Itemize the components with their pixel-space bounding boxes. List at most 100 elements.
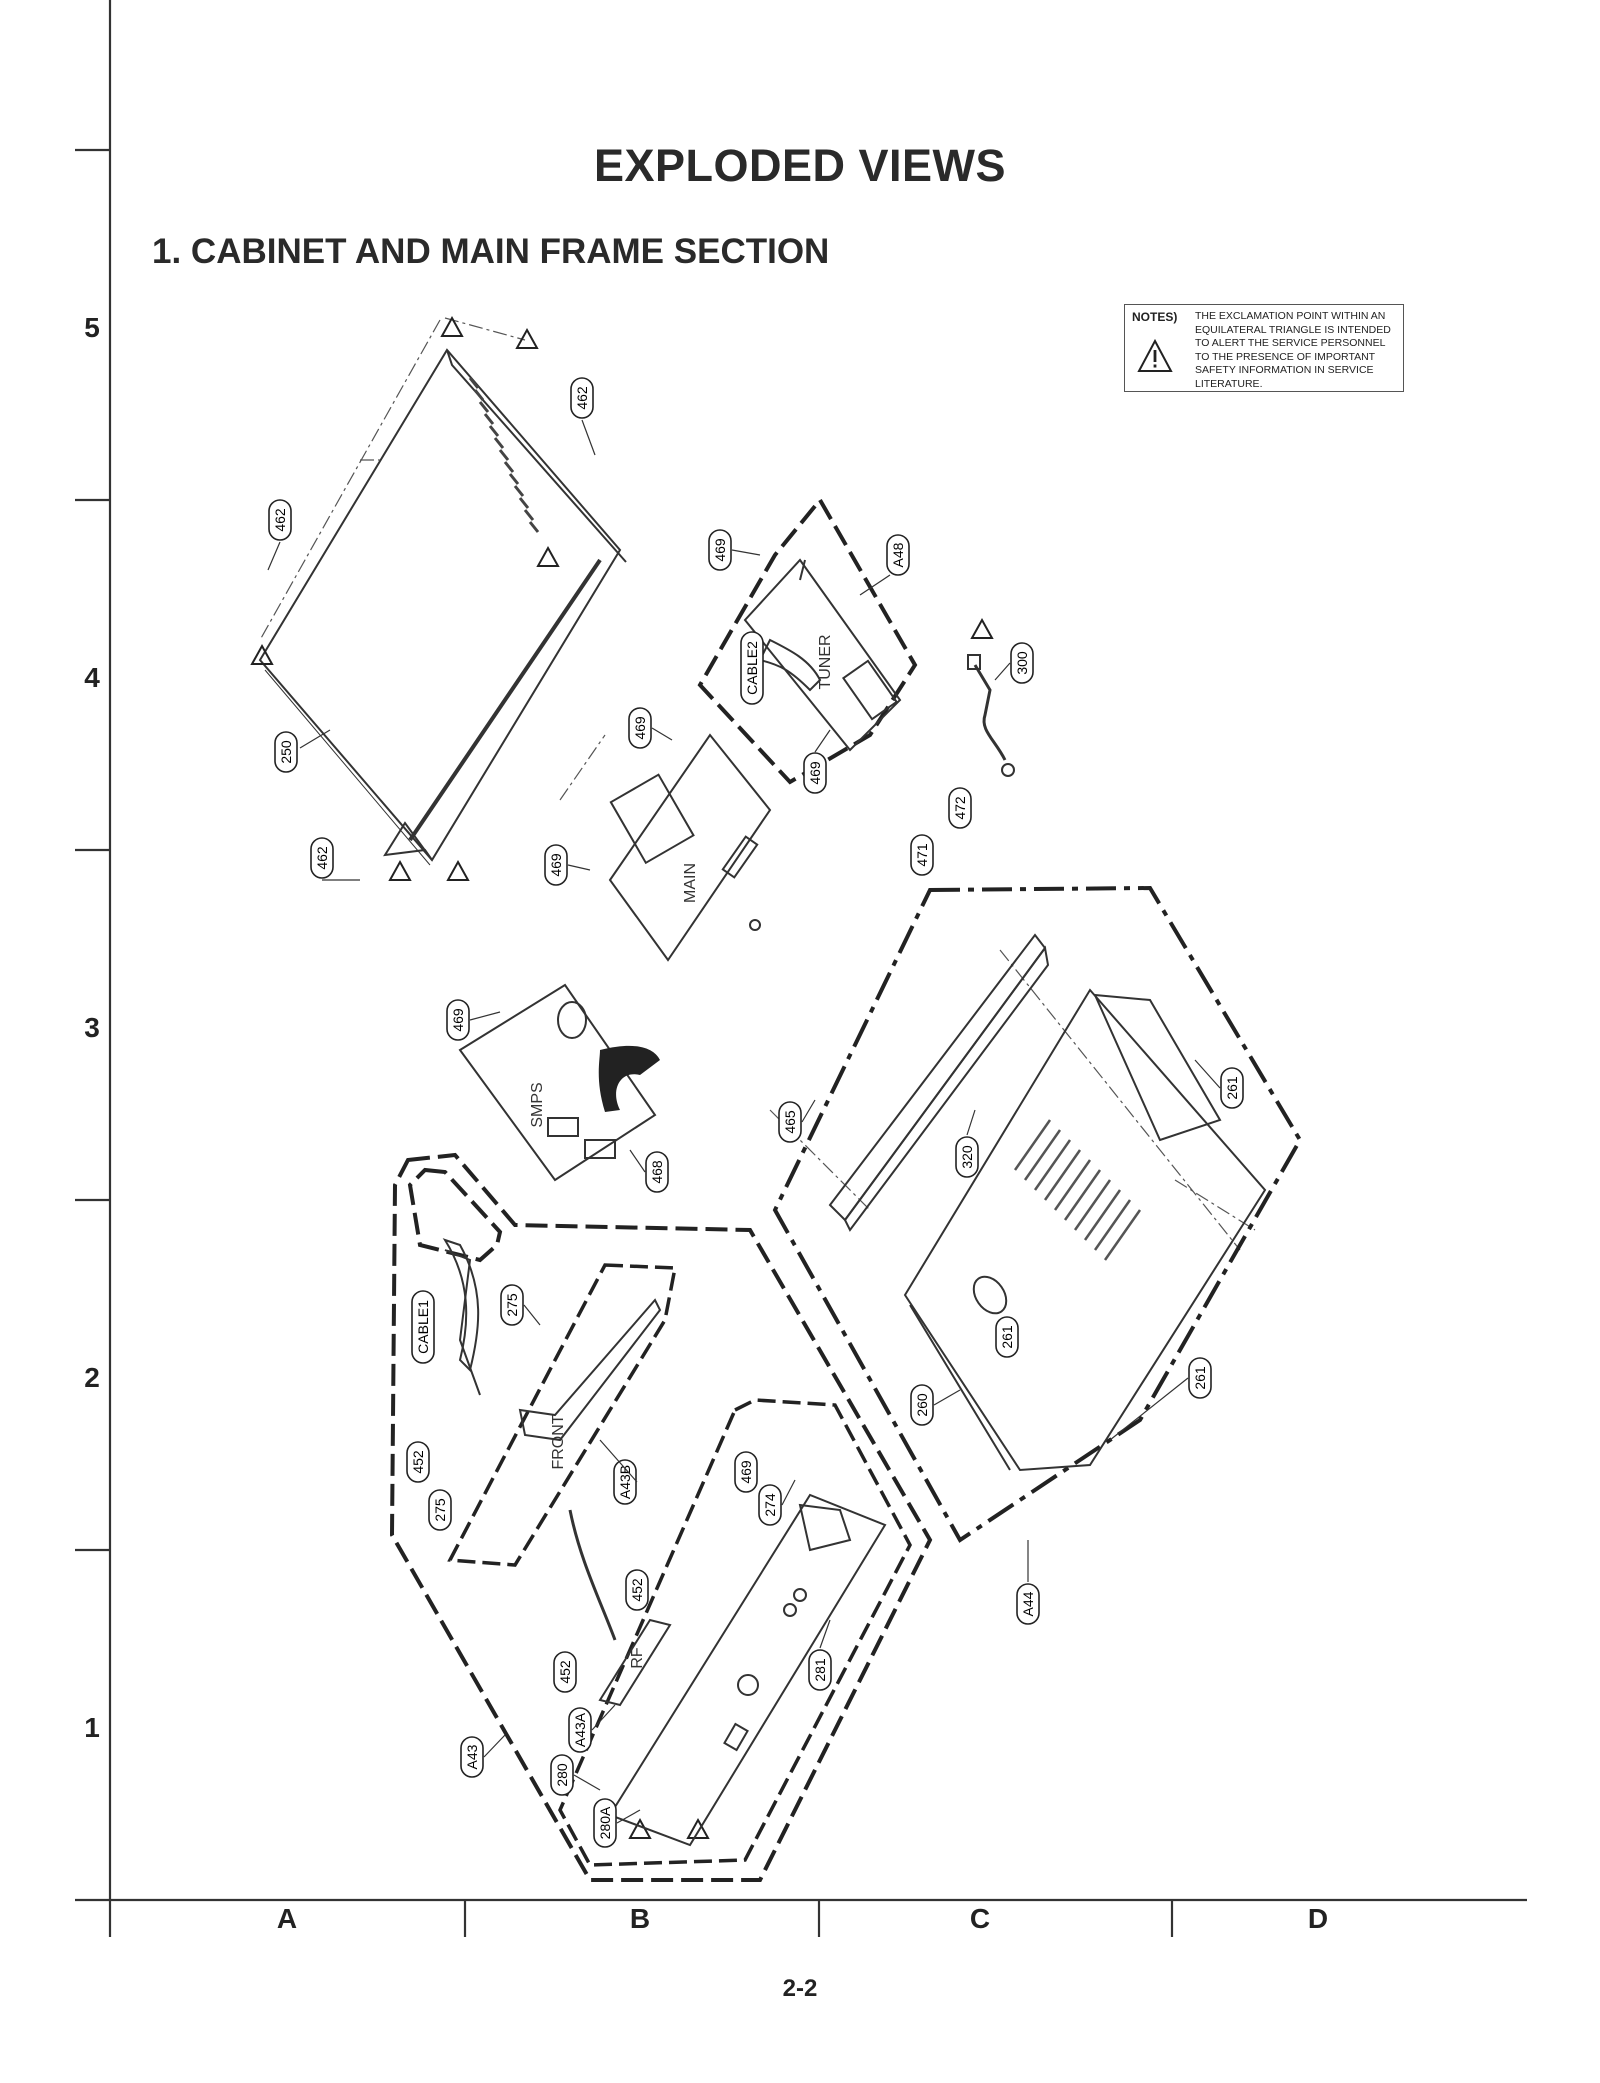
svg-text:469: 469 xyxy=(807,761,823,785)
svg-text:CABLE1: CABLE1 xyxy=(415,1300,431,1354)
grid-frame xyxy=(75,0,1527,1937)
safety-triangles xyxy=(250,315,994,1839)
front-panel xyxy=(608,1493,887,1847)
frame-assembly-outline xyxy=(772,885,1303,1543)
tuner-board xyxy=(743,558,902,752)
svg-text:469: 469 xyxy=(450,1008,466,1032)
front-assembly-outline xyxy=(389,1152,933,1882)
svg-text:471: 471 xyxy=(914,843,930,867)
part-tag: A43A xyxy=(568,1707,592,1753)
main-board-label: MAIN xyxy=(682,863,699,903)
board-labels: TUNER MAIN SMPS FRONT RF xyxy=(529,634,834,1668)
cabinet-vent-slots xyxy=(468,377,540,533)
svg-text:469: 469 xyxy=(738,1460,754,1484)
notes-line: THE EXCLAMATION POINT WITHIN AN xyxy=(1195,310,1386,322)
svg-text:A43B: A43B xyxy=(617,1465,633,1499)
front-board xyxy=(442,1238,662,1442)
column-label-a: A xyxy=(276,1903,298,1934)
part-tag: 462 xyxy=(570,377,594,419)
part-tag: 472 xyxy=(948,787,972,829)
part-tag: 465 xyxy=(778,1101,802,1143)
column-label-d: D xyxy=(1307,1903,1329,1934)
svg-text:260: 260 xyxy=(914,1393,930,1417)
part-tag: 471 xyxy=(910,834,934,876)
dash-dot-guides xyxy=(259,317,1256,1251)
row-label-2: 2 xyxy=(84,1362,100,1393)
svg-text:462: 462 xyxy=(314,846,330,870)
notes-box: NOTES) THE EXCLAMATION POINT WITHIN AN E… xyxy=(1124,304,1404,392)
part-tag: 462 xyxy=(310,837,334,879)
warning-triangle-icon xyxy=(536,545,560,567)
svg-text:452: 452 xyxy=(410,1450,426,1474)
svg-text:274: 274 xyxy=(762,1493,778,1517)
part-tag: 469 xyxy=(803,752,827,794)
power-cord xyxy=(967,654,1015,777)
front-board-outline xyxy=(447,1263,678,1567)
warning-triangle-icon xyxy=(686,1817,710,1839)
svg-text:281: 281 xyxy=(812,1658,828,1682)
svg-text:CABLE2: CABLE2 xyxy=(744,641,760,695)
warning-triangle-icon xyxy=(1137,339,1173,372)
svg-text:472: 472 xyxy=(952,796,968,820)
part-tag: 280 xyxy=(550,1754,574,1796)
warning-triangle-icon xyxy=(388,859,412,881)
smps-board xyxy=(458,983,660,1182)
part-tag: A48 xyxy=(886,534,910,576)
svg-text:462: 462 xyxy=(272,508,288,532)
part-tag: 469 xyxy=(708,529,732,571)
tuner-assembly-outline xyxy=(697,496,918,785)
svg-text:A48: A48 xyxy=(890,542,906,567)
part-tag: 469 xyxy=(544,844,568,886)
notes-text: THE EXCLAMATION POINT WITHIN AN EQUILATE… xyxy=(1195,310,1401,392)
part-tag: 452 xyxy=(553,1651,577,1693)
part-tag: 275 xyxy=(428,1489,452,1531)
part-tag: 469 xyxy=(446,999,470,1041)
svg-text:468: 468 xyxy=(649,1160,665,1184)
svg-text:A44: A44 xyxy=(1020,1591,1036,1616)
notes-line: EQUILATERAL TRIANGLE IS INTENDED xyxy=(1195,323,1391,336)
svg-text:465: 465 xyxy=(782,1110,798,1134)
warning-triangle-icon xyxy=(970,617,994,639)
part-tag: 469 xyxy=(734,1451,758,1493)
front-board-label: FRONT xyxy=(550,1414,567,1469)
notes-line: LITERATURE. xyxy=(1195,377,1263,390)
frame-vent-slots xyxy=(1013,1119,1142,1261)
row-label-5: 5 xyxy=(84,312,100,343)
front-panel-outline xyxy=(558,1398,912,1867)
part-tag: 462 xyxy=(268,499,292,541)
warning-triangle-icon xyxy=(250,643,274,665)
part-tag: 260 xyxy=(910,1384,934,1426)
svg-text:452: 452 xyxy=(557,1660,573,1684)
part-tag: 452 xyxy=(406,1441,430,1483)
row-label-4: 4 xyxy=(84,662,100,693)
svg-text:280A: 280A xyxy=(597,1806,613,1839)
part-tag: CABLE1 xyxy=(411,1290,435,1364)
cabinet-outline xyxy=(258,348,627,866)
part-tag: 452 xyxy=(625,1569,649,1611)
part-tag: 468 xyxy=(645,1151,669,1193)
svg-text:469: 469 xyxy=(632,716,648,740)
part-tags: 462 462 250 462 469 A48 CABLE2 469 300 4… xyxy=(268,377,1244,1848)
part-tag: 469 xyxy=(628,707,652,749)
part-tag: 320 xyxy=(955,1136,979,1178)
svg-text:280: 280 xyxy=(554,1763,570,1787)
warning-triangle-icon xyxy=(440,315,464,337)
svg-text:275: 275 xyxy=(504,1293,520,1317)
main-board xyxy=(608,733,772,962)
svg-text:261: 261 xyxy=(999,1325,1015,1349)
part-tag: 281 xyxy=(808,1649,832,1691)
rf-board xyxy=(568,1509,672,1707)
part-tag: A44 xyxy=(1016,1583,1040,1625)
notes-line: TO ALERT THE SERVICE PERSONNEL xyxy=(1195,337,1386,350)
svg-text:469: 469 xyxy=(548,853,564,877)
leader-lines xyxy=(267,419,1221,1824)
svg-text:452: 452 xyxy=(629,1578,645,1602)
column-label-c: C xyxy=(969,1903,991,1934)
svg-text:261: 261 xyxy=(1192,1366,1208,1390)
warning-triangle-icon xyxy=(446,859,470,881)
svg-text:469: 469 xyxy=(712,538,728,562)
rf-board-label: RF xyxy=(629,1647,646,1669)
svg-text:462: 462 xyxy=(574,386,590,410)
